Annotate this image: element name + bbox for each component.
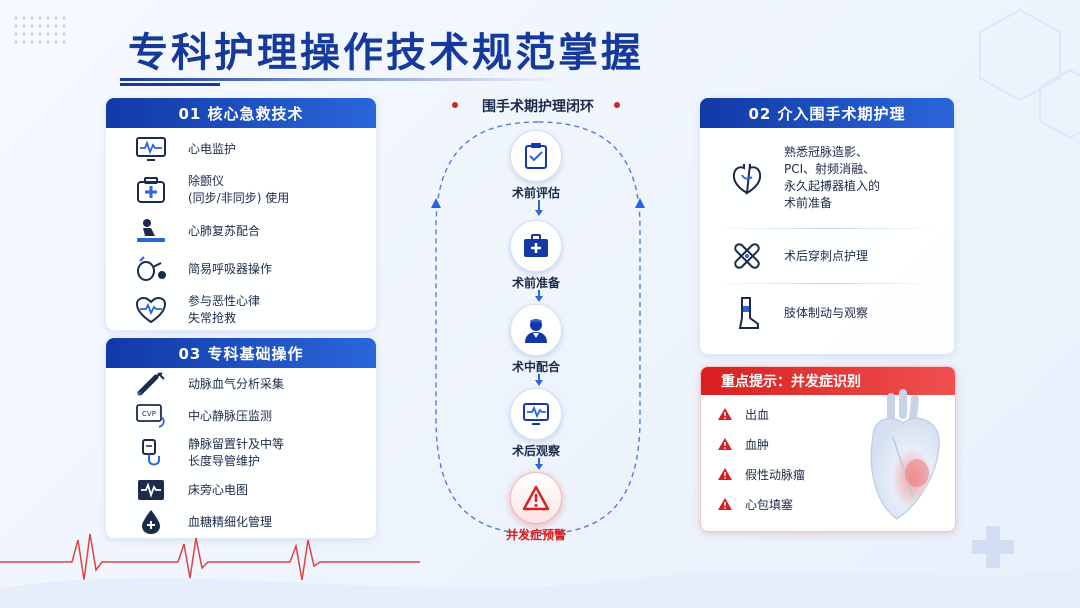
heartbeat-icon — [134, 295, 168, 325]
defibrillator-icon — [134, 175, 168, 205]
flow-connector — [538, 290, 540, 296]
page-title: 专科护理操作技术规范掌握 — [128, 29, 644, 76]
list-item: 术后穿刺点护理 — [700, 229, 954, 283]
item-label: 心电监护 — [188, 141, 237, 156]
title-underline-accent — [120, 83, 220, 86]
list-item: 除颤仪 (同步/非同步) 使用 — [106, 168, 376, 212]
flow-title-dot-right — [614, 102, 620, 108]
card-header: 02 介入围手术期护理 — [700, 98, 954, 128]
warning-item: 出血 — [701, 399, 955, 429]
item-label: 动脉血气分析采集 — [188, 376, 285, 391]
blood-drop-icon — [134, 507, 168, 537]
warning-triangle-icon — [718, 468, 732, 480]
list-item: 心电监护 — [106, 130, 376, 168]
warning-triangle-icon — [718, 408, 732, 420]
title-underline — [120, 78, 560, 81]
card-header: 03 专科基础操作 — [106, 338, 376, 368]
list-item: 动脉血气分析采集 — [106, 368, 376, 400]
doctor-icon — [525, 319, 547, 343]
flow-step-preop-assessment: 术前评估 — [503, 130, 569, 200]
warning-label: 心包填塞 — [745, 497, 794, 512]
flow-loop-outline — [431, 121, 645, 535]
leg-icon — [730, 297, 764, 329]
card-header: 01 核心急救技术 — [106, 98, 376, 128]
plus-decor-icon — [972, 526, 1014, 568]
flow-arrow — [535, 296, 543, 302]
warning-item: 血肿 — [701, 429, 955, 459]
warning-label: 出血 — [745, 407, 770, 422]
list-item: 血糖精细化管理 — [106, 506, 376, 538]
list-item: CVP 中心静脉压监测 — [106, 400, 376, 432]
flow-title-dot-left — [452, 102, 458, 108]
warning-triangle-icon — [718, 438, 732, 450]
interventional-care-card: 02 介入围手术期护理 熟悉冠脉造影、 PCI、射频消融、 永久起搏器植入的 术… — [700, 98, 954, 354]
medical-kit-icon — [524, 234, 548, 257]
item-label: 中心静脉压监测 — [188, 408, 273, 423]
flow-step-complication-alert: 并发症预警 — [503, 472, 569, 542]
flow-step-preop-preparation: 术前准备 — [503, 220, 569, 290]
item-label: 床旁心电图 — [188, 482, 249, 497]
flow-connector — [538, 200, 540, 210]
specialty-basic-card: 03 专科基础操作 动脉血气分析采集 CVP 中心静脉压监测 静脉留置针及中等 … — [106, 338, 376, 538]
list-item: 床旁心电图 — [106, 474, 376, 506]
flow-step-label: 术前准备 — [511, 276, 560, 290]
item-label: 术后穿刺点护理 — [784, 248, 869, 263]
item-label: 参与恶性心律 失常抢救 — [188, 294, 261, 325]
warning-header: 重点提示：并发症识别 — [701, 367, 955, 395]
warning-triangle-icon — [718, 498, 732, 510]
list-item: 心肺复苏配合 — [106, 212, 376, 250]
complication-warning-card: 重点提示：并发症识别 出血 血肿 假性动脉瘤 心包填塞 — [700, 366, 956, 532]
heart-icon — [730, 163, 764, 195]
list-item: 肢体制动与观察 — [700, 284, 954, 342]
warning-item: 假性动脉瘤 — [701, 459, 955, 489]
ecg-wave-decor-icon — [0, 533, 420, 581]
resuscitator-bag-icon — [134, 254, 168, 284]
syringe-icon — [134, 369, 168, 399]
item-label: 静脉留置针及中等 长度导管维护 — [188, 437, 285, 468]
hexagon-decor-icon — [979, 8, 1080, 140]
item-label: 熟悉冠脉造影、 PCI、射频消融、 永久起搏器植入的 术前准备 — [784, 145, 881, 210]
list-item: 熟悉冠脉造影、 PCI、射频消融、 永久起搏器植入的 术前准备 — [700, 128, 954, 228]
core-emergency-card: 01 核心急救技术 心电监护 除颤仪 (同步/非同步) 使用 心肺复苏配合 简易… — [106, 98, 376, 330]
list-item: 参与恶性心律 失常抢救 — [106, 288, 376, 330]
iv-catheter-icon — [134, 438, 168, 468]
flow-step-label: 术前评估 — [511, 186, 560, 200]
bandage-icon — [730, 241, 764, 271]
bedside-ecg-icon — [134, 475, 168, 505]
item-label: 心肺复苏配合 — [188, 223, 261, 238]
flow-arrow — [535, 464, 543, 470]
warning-item: 心包填塞 — [701, 489, 955, 519]
heart-illustration-icon — [870, 389, 940, 520]
flow-connector — [538, 374, 540, 380]
flow-arrow — [535, 380, 543, 386]
cpr-icon — [134, 216, 168, 246]
item-label: 简易呼吸器操作 — [188, 261, 273, 276]
flow-step-intraop-cooperation: 术中配合 — [503, 304, 569, 374]
ecg-monitor-icon — [134, 134, 168, 164]
wave-decor — [0, 568, 1080, 608]
item-label: 除颤仪 (同步/非同步) 使用 — [188, 174, 290, 205]
divider — [716, 283, 938, 284]
flow-step-label: 并发症预警 — [505, 528, 566, 542]
flow-title: 围手术期护理闭环 — [482, 99, 594, 115]
cvp-text: CVP — [142, 410, 156, 418]
divider — [716, 228, 938, 229]
flow-step-label: 术后观察 — [511, 444, 560, 458]
flow-step-label: 术中配合 — [511, 360, 560, 374]
clipboard-icon — [525, 143, 547, 169]
warning-icon — [522, 485, 550, 511]
flow-step-postop-observation: 术后观察 — [503, 388, 569, 458]
item-label: 血糖精细化管理 — [188, 514, 273, 529]
cvp-monitor-icon: CVP — [134, 401, 168, 431]
list-item: 静脉留置针及中等 长度导管维护 — [106, 432, 376, 474]
item-label: 肢体制动与观察 — [784, 305, 869, 320]
monitor-icon — [523, 403, 549, 425]
list-item: 简易呼吸器操作 — [106, 250, 376, 288]
warning-label: 血肿 — [745, 437, 770, 452]
decor-dots — [12, 14, 70, 48]
warning-label: 假性动脉瘤 — [745, 467, 806, 482]
flow-connector — [538, 458, 540, 464]
flow-arrow — [535, 210, 543, 216]
